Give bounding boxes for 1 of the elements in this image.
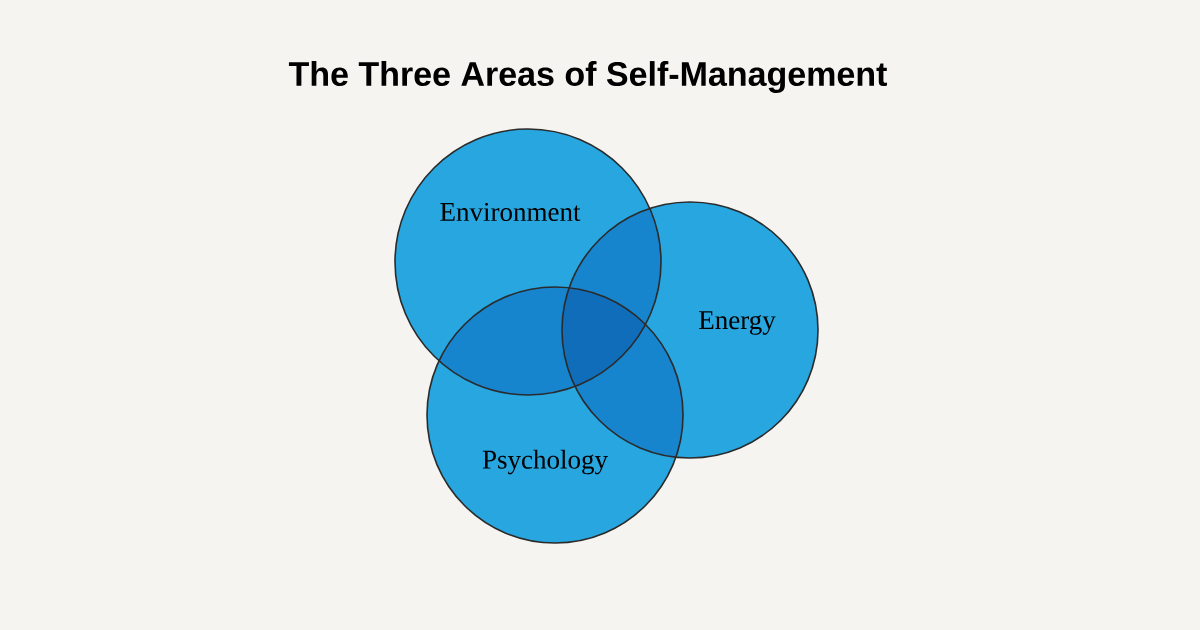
title: The Three Areas of Self-Management [288,61,887,93]
